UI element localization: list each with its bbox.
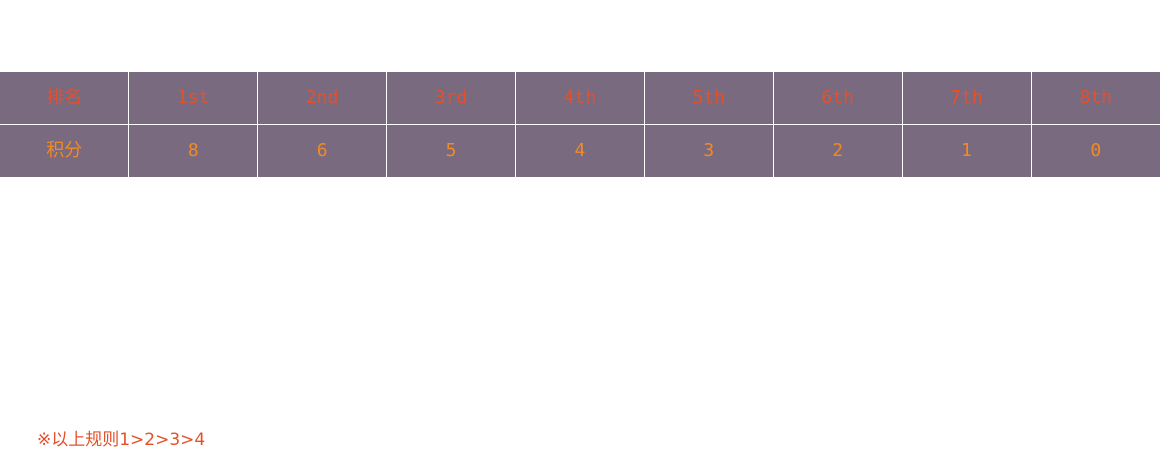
- rules-footnote: ※以上规则1>2>3>4: [37, 430, 206, 449]
- points-cell-5: 3: [643, 124, 774, 177]
- rank-row: 排名 1st 2nd 3rd 4th 5th 6th 7th 8th: [0, 72, 1160, 125]
- points-cell-3: 5: [386, 124, 516, 177]
- rank-cell-4: 4th: [515, 72, 645, 125]
- rank-label-cell: 排名: [0, 72, 130, 125]
- rank-cell-3: 3rd: [386, 72, 516, 125]
- points-cell-4: 4: [515, 124, 645, 177]
- rank-cell-5: 5th: [643, 72, 774, 125]
- points-label-cell: 积分: [0, 124, 130, 177]
- rank-cell-2: 2nd: [257, 72, 388, 125]
- points-row: 积分 8 6 5 4 3 2 1 0: [0, 124, 1160, 177]
- rank-cell-1: 1st: [128, 72, 259, 125]
- points-cell-6: 2: [772, 124, 903, 177]
- rank-points-table: 排名 1st 2nd 3rd 4th 5th 6th 7th 8th 积分 8 …: [0, 72, 1160, 177]
- rank-cell-6: 6th: [772, 72, 903, 125]
- points-cell-8: 0: [1030, 124, 1160, 177]
- points-cell-1: 8: [128, 124, 259, 177]
- rank-cell-8: 8th: [1030, 72, 1160, 125]
- points-cell-7: 1: [901, 124, 1032, 177]
- points-cell-2: 6: [257, 124, 388, 177]
- rank-cell-7: 7th: [901, 72, 1032, 125]
